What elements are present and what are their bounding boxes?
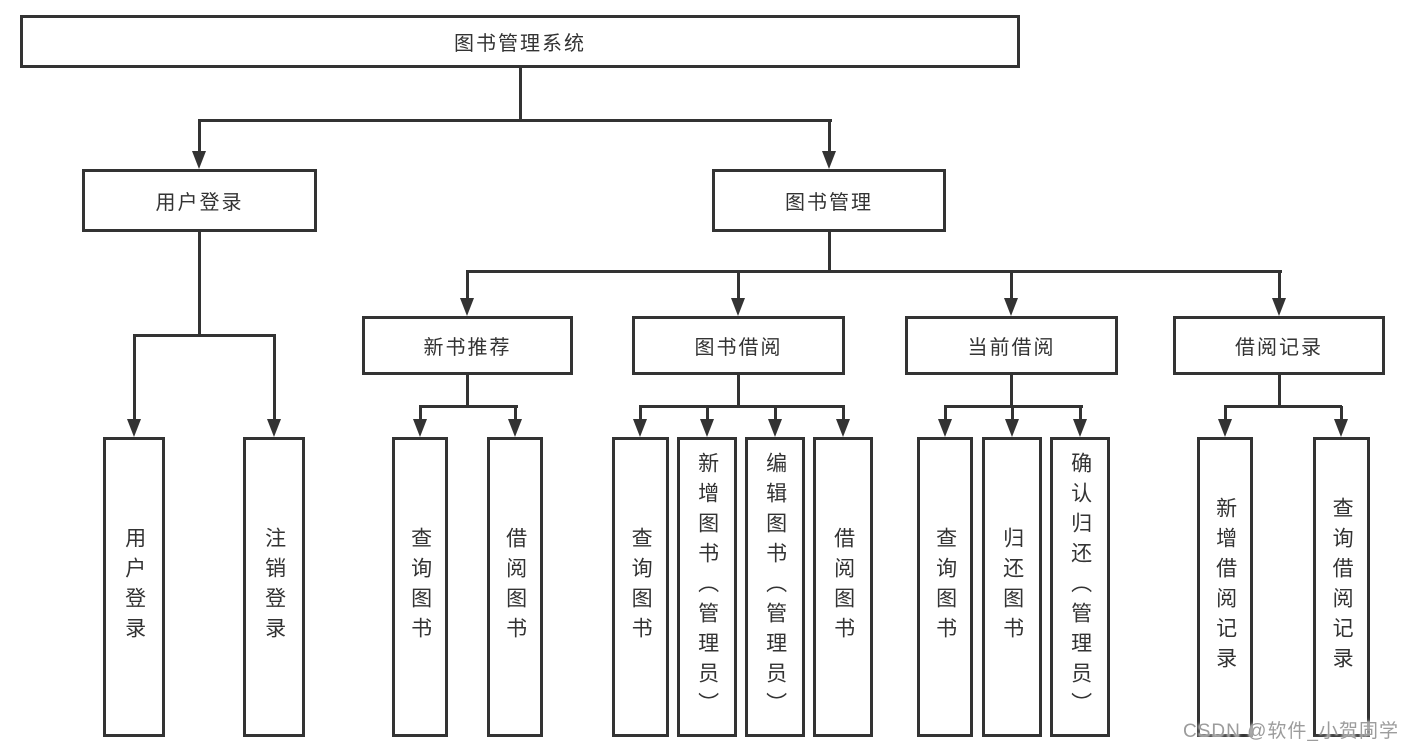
arrow-down-icon: [1334, 419, 1348, 437]
leaf-borrow-edit-books-admin: 编辑图书（管理员）: [745, 437, 805, 737]
connector-line: [466, 373, 469, 408]
connector-line: [737, 271, 740, 308]
connector-line: [639, 405, 845, 408]
arrow-down-icon: [1004, 298, 1018, 316]
node-book-management: 图书管理: [712, 169, 946, 232]
node-label: 新书推荐: [423, 337, 512, 359]
connector-line: [1010, 373, 1013, 408]
node-label: 图书管理: [785, 192, 873, 214]
connector-line: [133, 335, 136, 429]
arrow-down-icon: [1272, 298, 1286, 316]
connector-line: [198, 119, 832, 122]
leaf-label: 用户登录: [122, 527, 146, 647]
connector-line: [466, 271, 469, 308]
leaf-label: 新增图书（管理员）: [695, 452, 719, 722]
connector-line: [1340, 406, 1343, 429]
leaf-records-add-record: 新增借阅记录: [1197, 437, 1253, 737]
connector-line: [514, 406, 517, 429]
node-user-login: 用户登录: [82, 169, 317, 232]
connector-line: [1278, 271, 1281, 308]
connector-line: [519, 66, 522, 122]
leaf-label: 借阅图书: [831, 527, 855, 647]
arrow-down-icon: [192, 151, 206, 169]
leaf-label: 注销登录: [262, 527, 286, 647]
arrow-down-icon: [938, 419, 952, 437]
node-book-borrowing: 图书借阅: [632, 316, 845, 375]
leaf-current-confirm-return-admin: 确认归还（管理员）: [1050, 437, 1110, 737]
leaf-label: 查询图书: [408, 527, 432, 647]
connector-line: [1011, 406, 1014, 429]
connector-line: [1079, 406, 1082, 429]
connector-line: [706, 406, 709, 429]
leaf-current-query-books: 查询图书: [917, 437, 973, 737]
leaf-records-query-record: 查询借阅记录: [1313, 437, 1370, 737]
leaf-label: 查询图书: [933, 527, 957, 647]
arrow-down-icon: [700, 419, 714, 437]
arrow-down-icon: [768, 419, 782, 437]
arrow-down-icon: [633, 419, 647, 437]
node-label: 当前借阅: [967, 337, 1056, 359]
connector-line: [133, 334, 276, 337]
connector-line: [1224, 406, 1227, 429]
node-current-borrowing: 当前借阅: [905, 316, 1118, 375]
leaf-recommend-query-books: 查询图书: [392, 437, 448, 737]
node-label: 图书借阅: [694, 337, 783, 359]
arrow-down-icon: [267, 419, 281, 437]
leaf-current-return-books: 归还图书: [982, 437, 1042, 737]
arrow-down-icon: [508, 419, 522, 437]
connector-line: [466, 270, 1282, 273]
leaf-label: 确认归还（管理员）: [1068, 452, 1092, 722]
arrow-down-icon: [1073, 419, 1087, 437]
connector-line: [198, 120, 201, 161]
connector-line: [737, 373, 740, 408]
connector-line: [419, 405, 518, 408]
leaf-user-login: 用户登录: [103, 437, 165, 737]
connector-line: [419, 406, 422, 429]
connector-line: [1278, 373, 1281, 408]
arrow-down-icon: [731, 298, 745, 316]
connector-line: [639, 406, 642, 429]
connector-line: [1010, 271, 1013, 308]
leaf-borrow-add-books-admin: 新增图书（管理员）: [677, 437, 737, 737]
connector-line: [1224, 405, 1342, 408]
node-new-book-recommendation: 新书推荐: [362, 316, 573, 375]
leaf-logout: 注销登录: [243, 437, 305, 737]
leaf-label: 借阅图书: [503, 527, 527, 647]
arrow-down-icon: [413, 419, 427, 437]
arrow-down-icon: [460, 298, 474, 316]
leaf-label: 编辑图书（管理员）: [763, 452, 787, 722]
connector-line: [828, 120, 831, 161]
arrow-down-icon: [127, 419, 141, 437]
connector-line: [198, 230, 201, 337]
node-label: 借阅记录: [1235, 337, 1323, 359]
arrow-down-icon: [1218, 419, 1232, 437]
csdn-watermark: CSDN @软件_小贺同学: [1183, 721, 1399, 742]
leaf-label: 新增借阅记录: [1213, 497, 1237, 677]
connector-line: [273, 335, 276, 429]
arrow-down-icon: [1005, 419, 1019, 437]
arrow-down-icon: [836, 419, 850, 437]
leaf-recommend-borrow-books: 借阅图书: [487, 437, 543, 737]
connector-line: [828, 230, 831, 273]
node-label: 图书管理系统: [454, 33, 586, 55]
leaf-label: 归还图书: [1000, 527, 1024, 647]
leaf-borrow-borrow-books: 借阅图书: [813, 437, 873, 737]
connector-line: [944, 406, 947, 429]
connector-line: [774, 406, 777, 429]
node-borrowing-records: 借阅记录: [1173, 316, 1385, 375]
arrow-down-icon: [822, 151, 836, 169]
leaf-label: 查询图书: [629, 527, 653, 647]
connector-line: [842, 406, 845, 429]
leaf-label: 查询借阅记录: [1330, 497, 1354, 677]
node-library-management-system: 图书管理系统: [20, 15, 1020, 68]
node-label: 用户登录: [155, 192, 244, 214]
leaf-borrow-query-books: 查询图书: [612, 437, 669, 737]
